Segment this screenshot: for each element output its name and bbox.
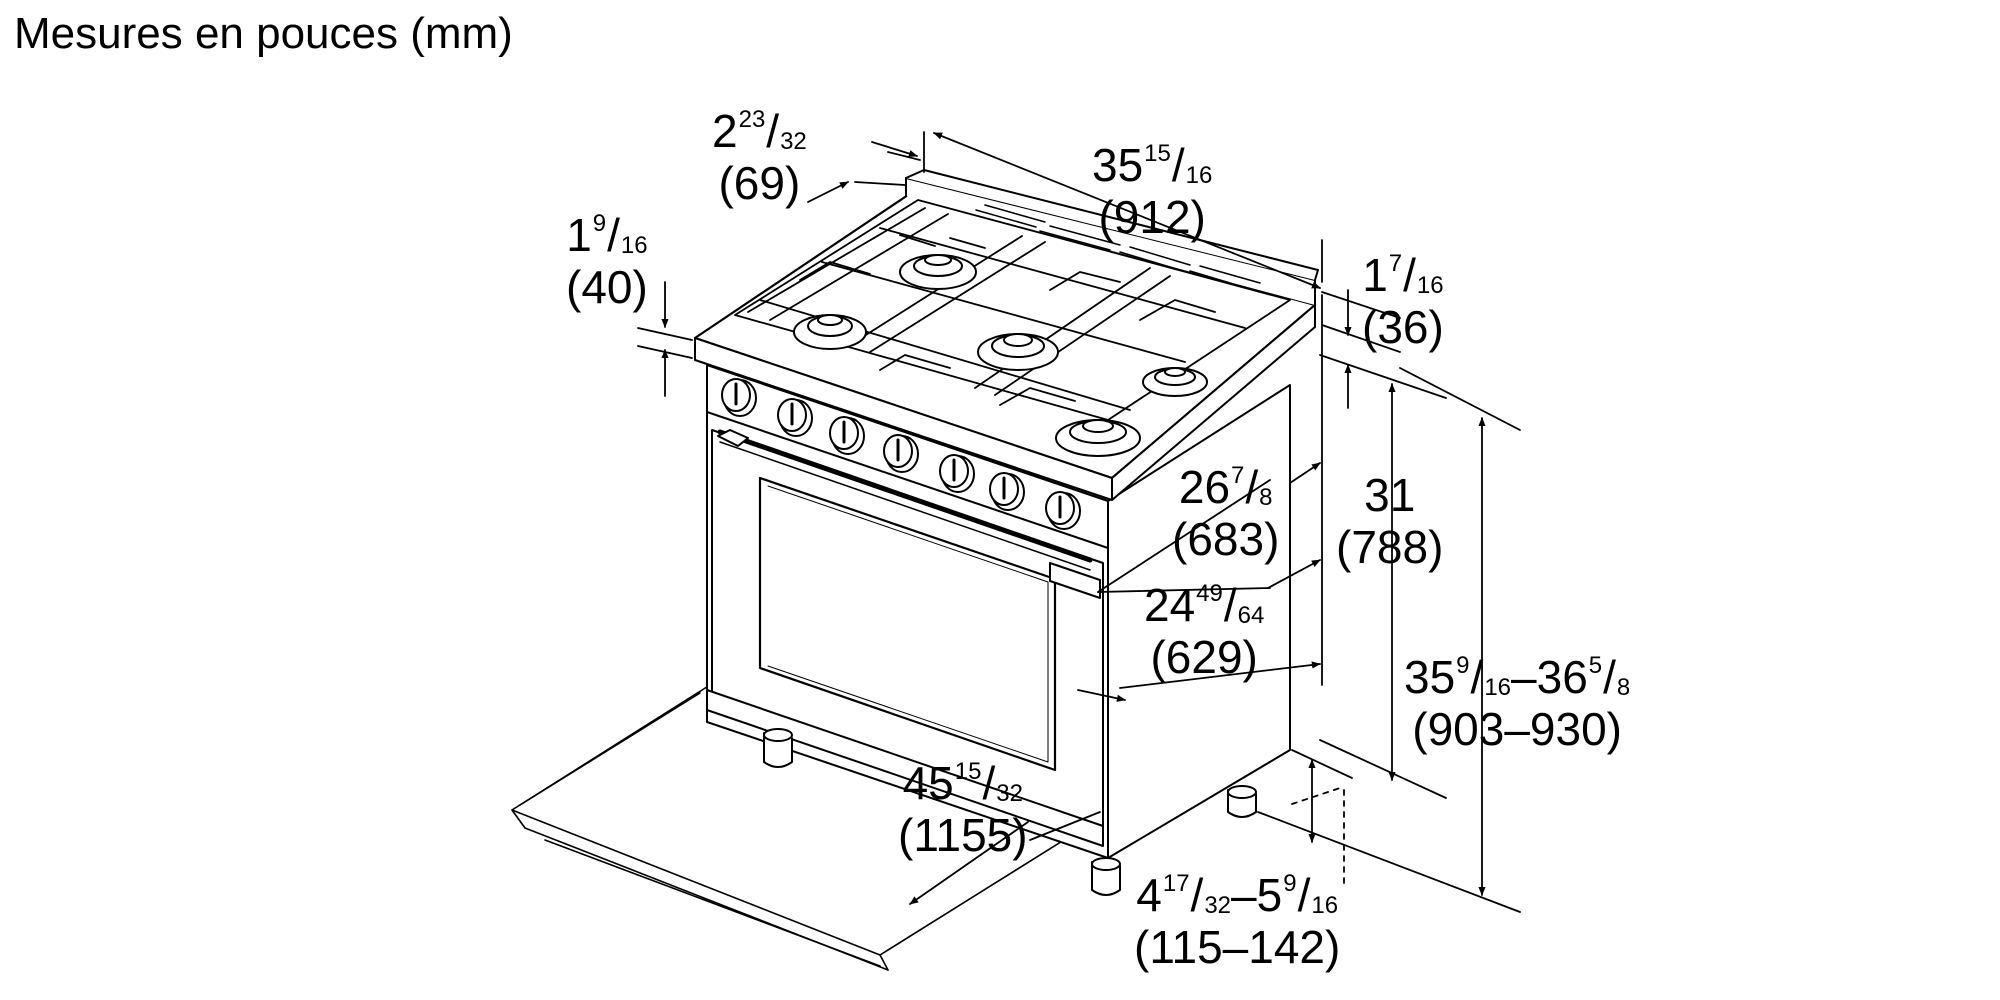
cooktop-side-edge	[1111, 304, 1316, 501]
control-knobs	[721, 378, 1081, 530]
dim-body-depth-label: 267/8 (683)	[1172, 461, 1280, 565]
knob-icon	[883, 434, 919, 473]
dim-total-height-label: 359/16–365/8 (903–930)	[1404, 651, 1631, 755]
dim-cooktop-front-height-label: 19/16 (40)	[566, 209, 648, 313]
oven-door-handle	[717, 429, 1101, 599]
dim-side-depth-label: 2449/64 (629)	[1144, 579, 1265, 683]
drawer-strip	[706, 689, 1104, 847]
dim-door-open-depth-label: 4515/32 (1155)	[898, 757, 1028, 861]
dim-backguard-height-label: 17/16 (36)	[1362, 249, 1444, 353]
dim-top-back-depth-label: 223/32 (69)	[712, 105, 807, 209]
dim-cooktop-height-label: 31 (788)	[1336, 469, 1444, 573]
dim-cooktop-height-line	[1319, 354, 1447, 799]
knob-icon	[829, 416, 865, 455]
burner-center	[977, 333, 1059, 371]
dim-backguard-line	[1321, 289, 1401, 409]
floor-outline	[511, 684, 1081, 971]
oven-window	[758, 476, 1057, 772]
knob-icon	[777, 398, 813, 437]
knob-icon	[939, 454, 975, 493]
dim-side-depth-line	[1077, 559, 1321, 702]
burner-rear-left	[899, 254, 977, 290]
dim-cooktop-front-line	[637, 281, 693, 397]
oven-side-face	[1107, 384, 1291, 859]
dim-body-depth-line	[1097, 462, 1321, 593]
burner-front-right	[1055, 419, 1141, 457]
dimension-lines	[637, 131, 1521, 913]
knob-icon	[1045, 491, 1081, 530]
dim-total-height-line	[1257, 367, 1521, 913]
dim-door-open-line	[909, 811, 1101, 905]
dim-top-back-depth-line	[807, 141, 921, 203]
burner-rear-right	[1142, 367, 1208, 397]
knob-icon	[721, 378, 757, 417]
knob-icon	[989, 472, 1025, 511]
dim-leg-height-line	[1291, 749, 1353, 886]
burner-front-left	[793, 314, 867, 350]
dim-width-line	[923, 131, 1323, 289]
legs	[763, 728, 1257, 896]
dim-width-label: 3515/16 (912)	[1092, 139, 1213, 243]
dim-leg-height-label: 417/32–59/16 (115–142)	[1134, 869, 1341, 973]
page-title: Mesures en pouces (mm)	[14, 9, 513, 58]
